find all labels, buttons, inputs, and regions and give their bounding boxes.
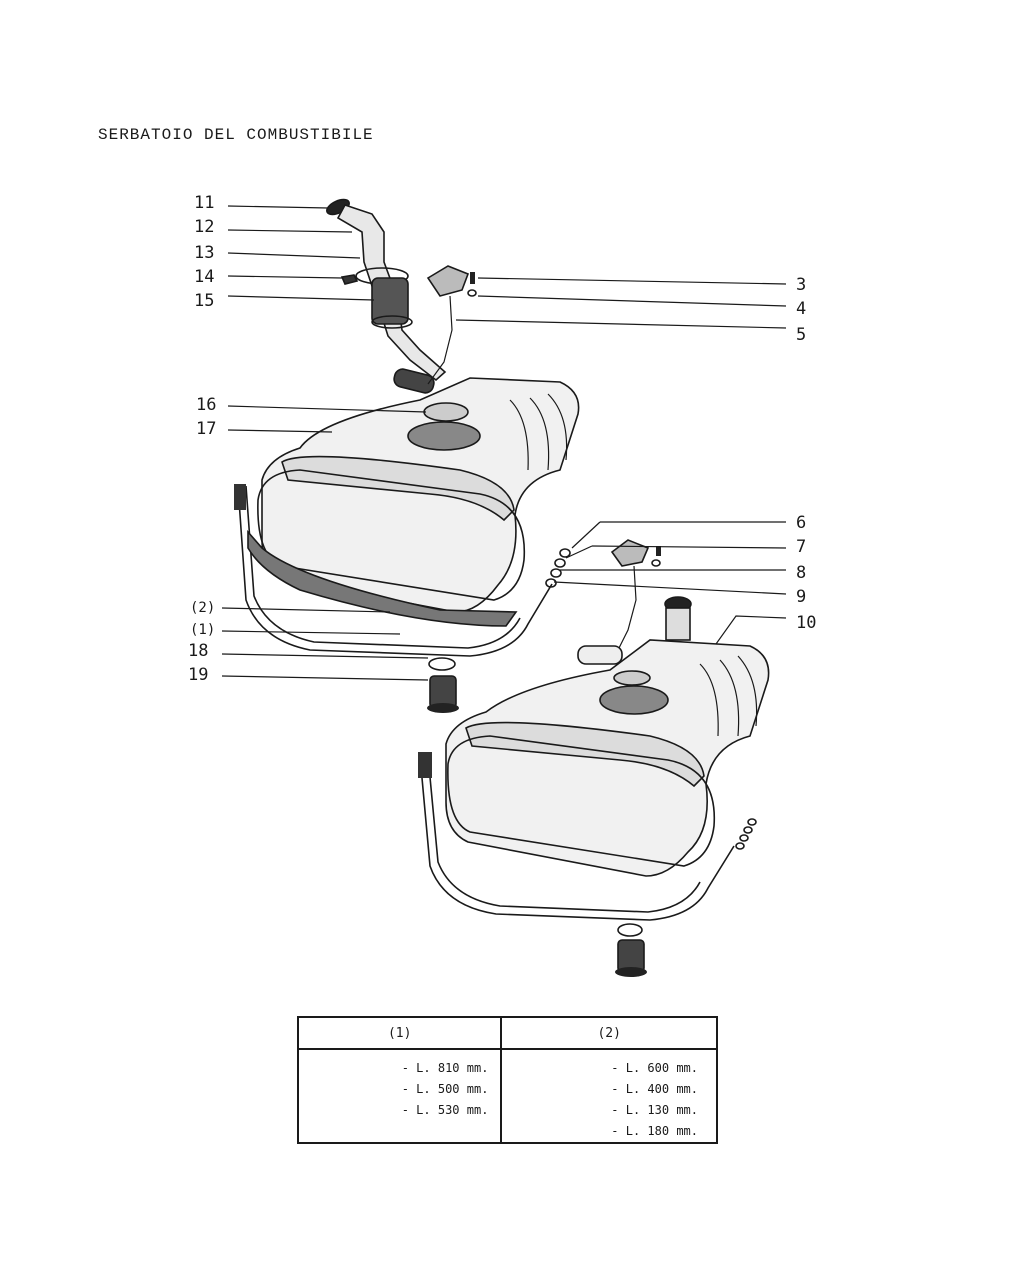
callout-p2: (2) (190, 600, 215, 616)
sender-wire (427, 295, 453, 385)
legend-value: - L. 500 mm. (401, 1082, 489, 1096)
callout-18: 18 (188, 641, 208, 661)
upper-tank-side-ribs (509, 393, 568, 471)
callout-13: 13 (194, 243, 214, 263)
lower-rubber-sleeve (577, 645, 623, 665)
lower-tank-side-ribs (699, 655, 758, 737)
upper-support-frame-inner (245, 485, 521, 649)
legend-value: - L. 400 mm. (611, 1082, 698, 1096)
legend-header-row: (1) (2) (298, 1017, 717, 1050)
legend-value: - L. 810 mm. (401, 1061, 489, 1075)
lower-tank-sender-boss (599, 685, 669, 715)
callout-p1: (1) (190, 622, 215, 638)
upper-tank-assembly (234, 198, 580, 713)
lower-sender-wire (617, 565, 637, 651)
lower-tank-filler-ring (613, 670, 651, 686)
upper-tank-filler-ring (423, 402, 469, 422)
legend-value: - L. 600 mm. (611, 1061, 698, 1075)
callout-9: 9 (796, 587, 806, 607)
leader-19 (221, 675, 429, 681)
lower-fuel-sender (610, 539, 650, 567)
leader-17 (227, 429, 333, 433)
callout-12: 12 (194, 217, 214, 237)
leader-7b (591, 545, 787, 549)
leader-3 (477, 277, 787, 285)
leader-11 (227, 205, 329, 209)
callout-16: 16 (196, 395, 216, 415)
legend-body-row: - L. 810 mm. - L. 500 mm. - L. 530 mm. -… (298, 1049, 717, 1143)
leader-12 (227, 229, 353, 233)
upper-support-frame (237, 485, 553, 657)
lower-drain-gasket (617, 923, 643, 937)
upper-padding-strip (247, 529, 518, 627)
sender-washer (467, 289, 477, 297)
leader-9 (553, 581, 787, 595)
legend-header-2: (2) (501, 1017, 717, 1050)
callout-15: 15 (194, 291, 214, 311)
length-legend-table: (1) (2) - L. 810 mm. - L. 500 mm. - L. 5… (297, 1016, 718, 1144)
drain-gasket (428, 657, 456, 671)
legend-column-2: - L. 600 mm. - L. 400 mm. - L. 130 mm. -… (501, 1049, 717, 1143)
leader-p1 (221, 630, 401, 635)
filler-hose (371, 277, 409, 325)
callout-4: 4 (796, 299, 806, 319)
leader-10 (715, 615, 787, 645)
sender-screw (470, 272, 475, 284)
rubber-sleeve (393, 368, 435, 394)
leader-7 (565, 545, 593, 559)
hose-clamp-lower (371, 315, 413, 329)
lower-frame-bracket (418, 752, 432, 778)
callout-labels: 11 12 13 14 15 16 17 (2) (1) 18 19 3 4 5… (188, 193, 816, 685)
callout-10: 10 (796, 613, 816, 633)
lower-support-frame-inner (427, 755, 701, 913)
lower-tank-strap-ring (447, 735, 716, 867)
drain-plug-base (427, 703, 459, 713)
leader-6 (571, 521, 601, 549)
legend-value: - L. 530 mm. (401, 1103, 489, 1117)
callout-17: 17 (196, 419, 216, 439)
callout-19: 19 (188, 665, 208, 685)
frame-bracket (234, 484, 246, 510)
legend-header-1: (1) (298, 1017, 503, 1050)
callout-7: 7 (796, 537, 806, 557)
leader-14 (227, 275, 343, 279)
legend-value: - L. 130 mm. (611, 1103, 698, 1117)
callout-14: 14 (194, 267, 214, 287)
leader-15 (227, 295, 375, 301)
legend-value: - L. 180 mm. (611, 1124, 698, 1138)
leader-p2 (221, 607, 391, 613)
callout-3: 3 (796, 275, 806, 295)
lower-tank-top-face (465, 721, 705, 788)
callout-6: 6 (796, 513, 806, 533)
leader-4 (477, 295, 787, 307)
washer-stack (545, 546, 661, 588)
lower-drain-plug-base (615, 967, 647, 977)
callout-5: 5 (796, 325, 806, 345)
lower-tank-assembly (418, 539, 770, 977)
upper-tank-top-face (281, 455, 515, 522)
callout-11: 11 (194, 193, 214, 213)
lower-support-frame (419, 755, 735, 921)
leader-18 (221, 653, 429, 659)
fuel-sender-unit (426, 265, 470, 297)
lower-filler-neck (665, 607, 691, 641)
leader-16 (227, 405, 427, 413)
upper-tank-sender-boss (407, 421, 481, 451)
leader-lines (221, 205, 787, 681)
clamp-screw (340, 274, 359, 285)
leader-13 (227, 252, 361, 259)
page-title: SERBATOIO DEL COMBUSTIBILE (98, 126, 374, 144)
leader-5 (455, 319, 787, 329)
exploded-parts-diagram: 11 12 13 14 15 16 17 (2) (1) 18 19 3 4 5… (188, 193, 816, 977)
callout-8: 8 (796, 563, 806, 583)
legend-column-1: - L. 810 mm. - L. 500 mm. - L. 530 mm. (298, 1049, 503, 1143)
lower-washer-stack (735, 818, 757, 850)
